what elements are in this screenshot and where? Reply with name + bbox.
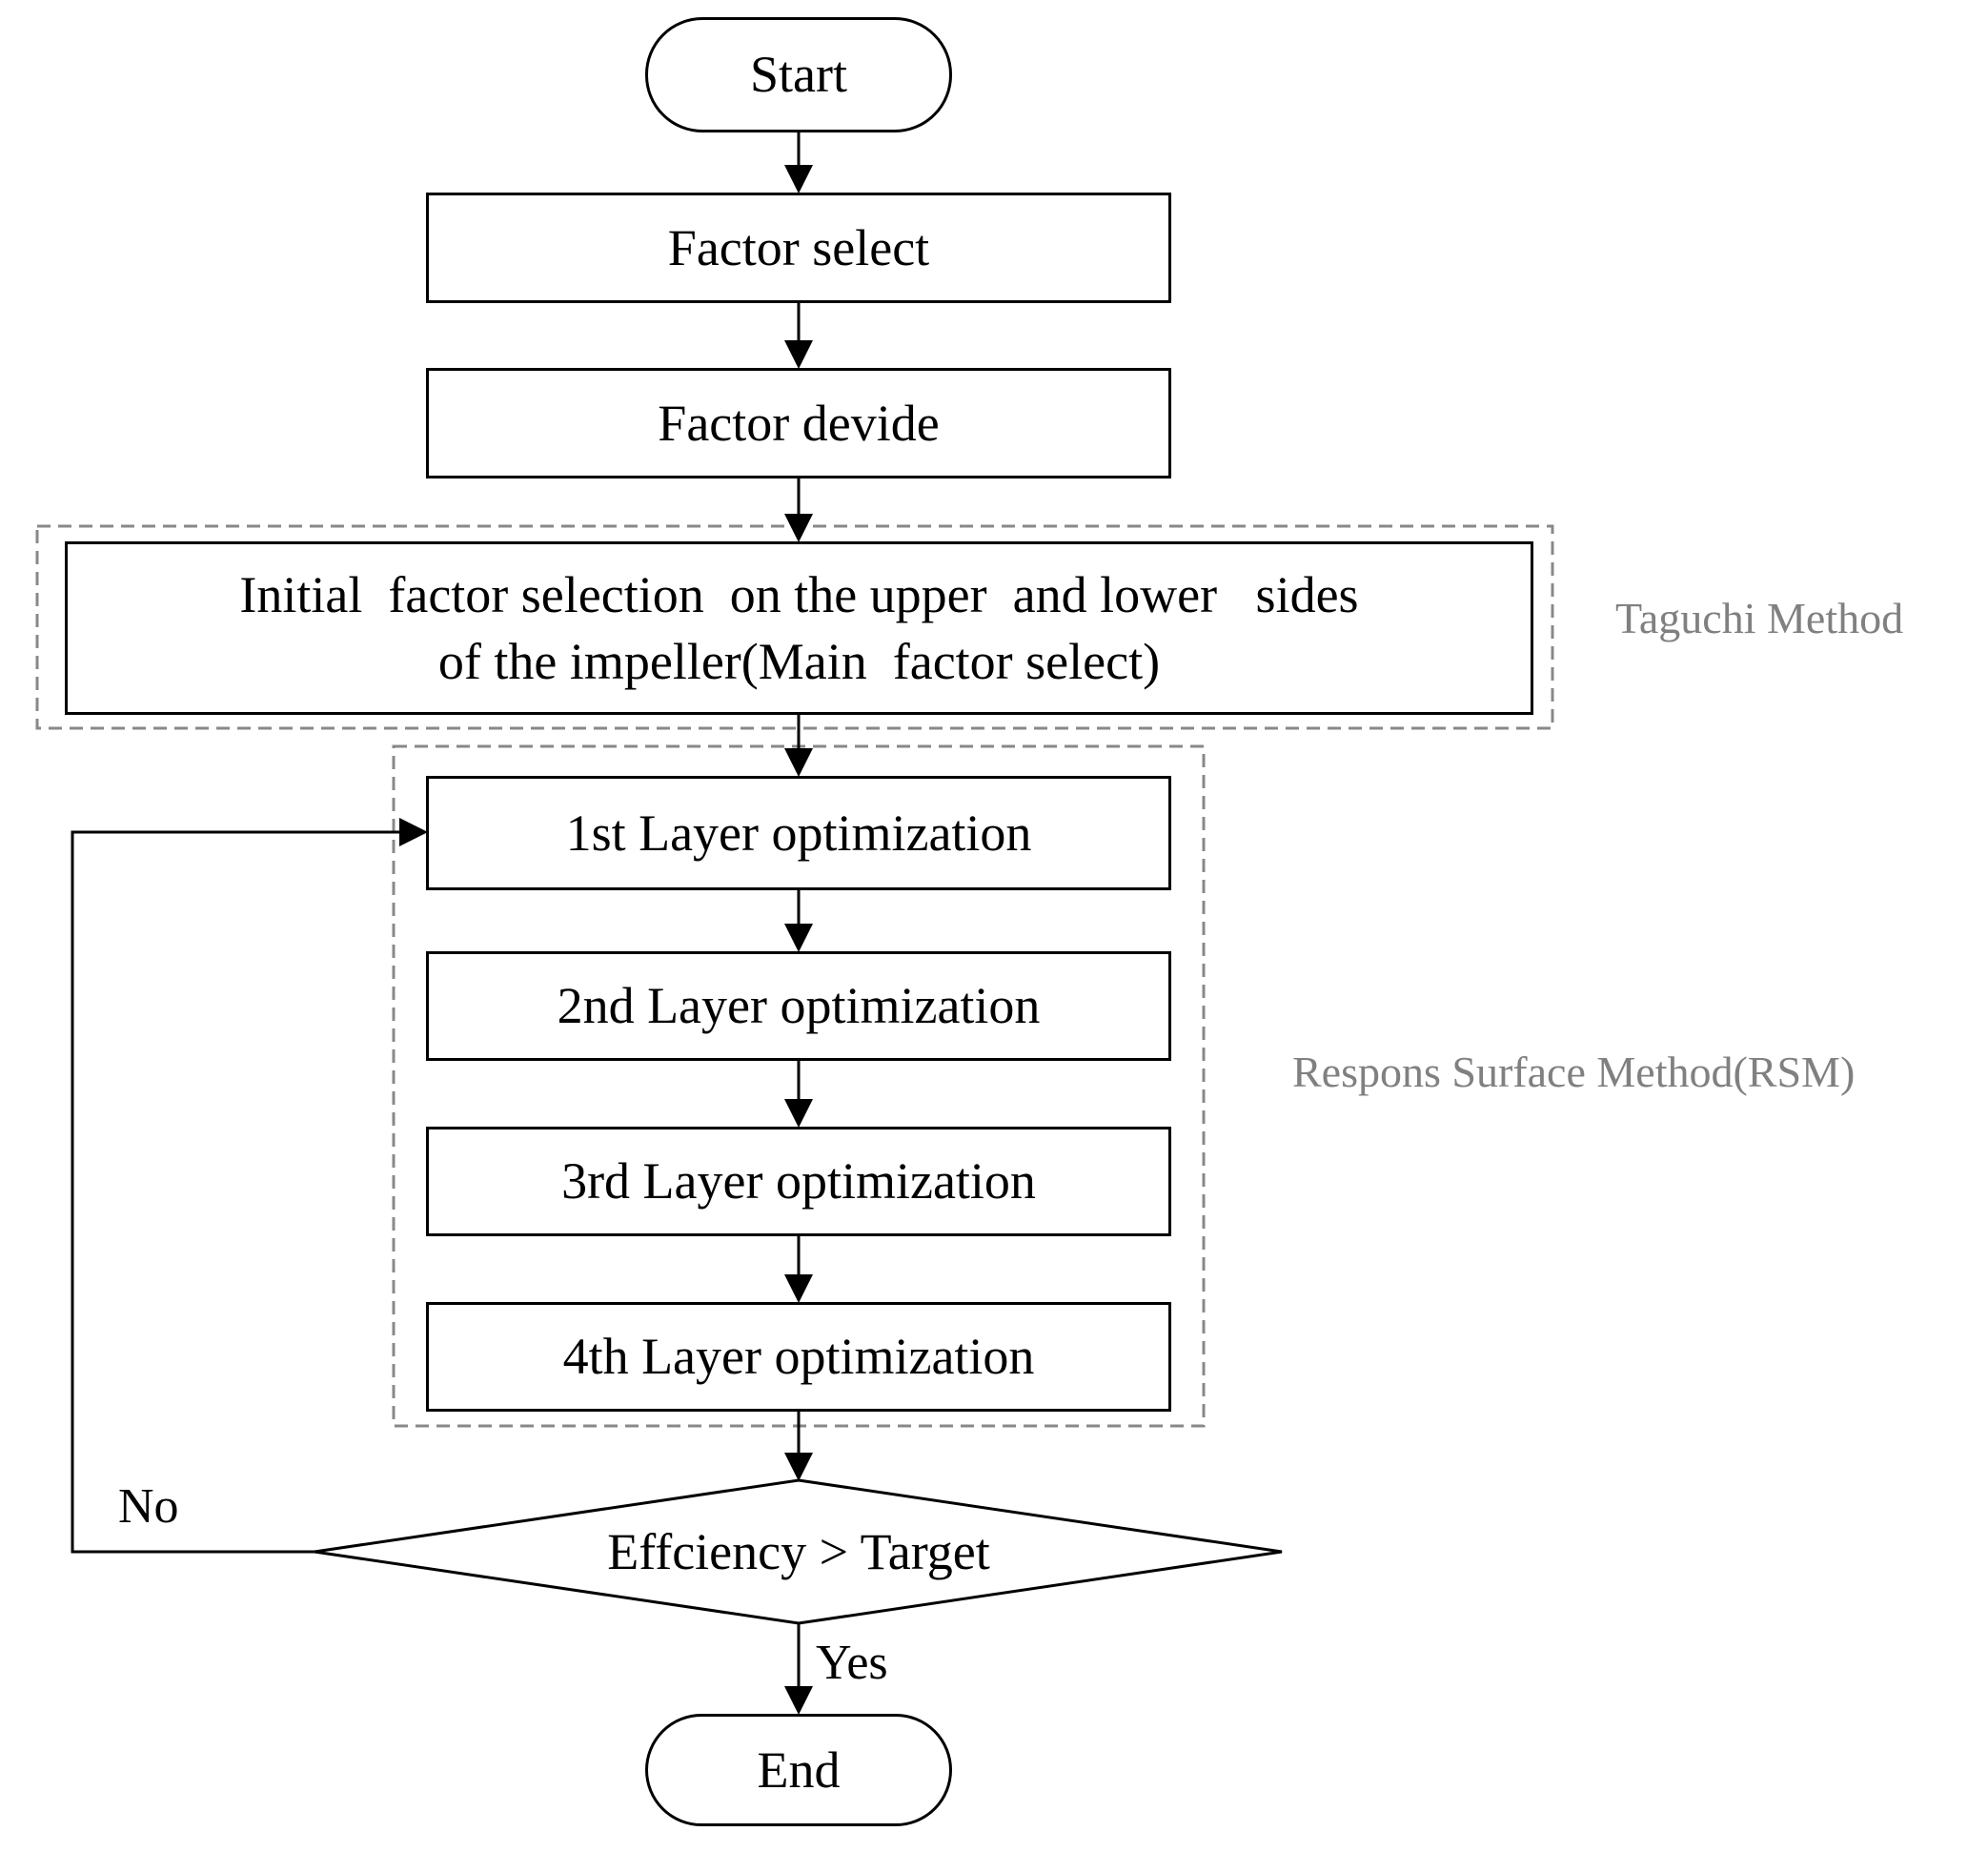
factor-devide-box: Factor devide [426, 368, 1171, 478]
start-terminal: Start [645, 17, 952, 132]
layer-3-box: 3rd Layer optimization [426, 1127, 1171, 1236]
factor-select-box: Factor select [426, 193, 1171, 303]
layer-1-box: 1st Layer optimization [426, 776, 1171, 890]
layer-2-label: 2nd Layer optimization [557, 977, 1041, 1035]
no-edge-label: No [118, 1479, 179, 1534]
layer-4-label: 4th Layer optimization [562, 1328, 1035, 1386]
arrow-no-loop-to-layer1 [71, 818, 428, 1554]
decision-label: Effciency > Target [607, 1522, 990, 1580]
yes-edge-label: Yes [816, 1636, 888, 1690]
decision-label-wrap: Effciency > Target [457, 1514, 1140, 1590]
factor-devide-label: Factor devide [658, 394, 940, 452]
rsm-label: Respons Surface Method(RSM) [1292, 1048, 1856, 1096]
initial-factor-selection-box: Initial factor selection on the upper an… [65, 541, 1533, 715]
initial-factor-line-2: of the impeller(Main factor select) [437, 633, 1161, 690]
layer-3-label: 3rd Layer optimization [561, 1152, 1036, 1211]
factor-select-label: Factor select [667, 218, 930, 276]
layer-4-box: 4th Layer optimization [426, 1302, 1171, 1412]
end-label: End [757, 1740, 841, 1799]
layer-2-box: 2nd Layer optimization [426, 951, 1171, 1061]
initial-factor-line-1: Initial factor selection on the upper an… [239, 565, 1359, 623]
layer-1-label: 1st Layer optimization [565, 804, 1032, 862]
start-label: Start [750, 46, 847, 104]
taguchi-method-label: Taguchi Method [1615, 594, 1904, 642]
end-terminal: End [645, 1714, 952, 1826]
